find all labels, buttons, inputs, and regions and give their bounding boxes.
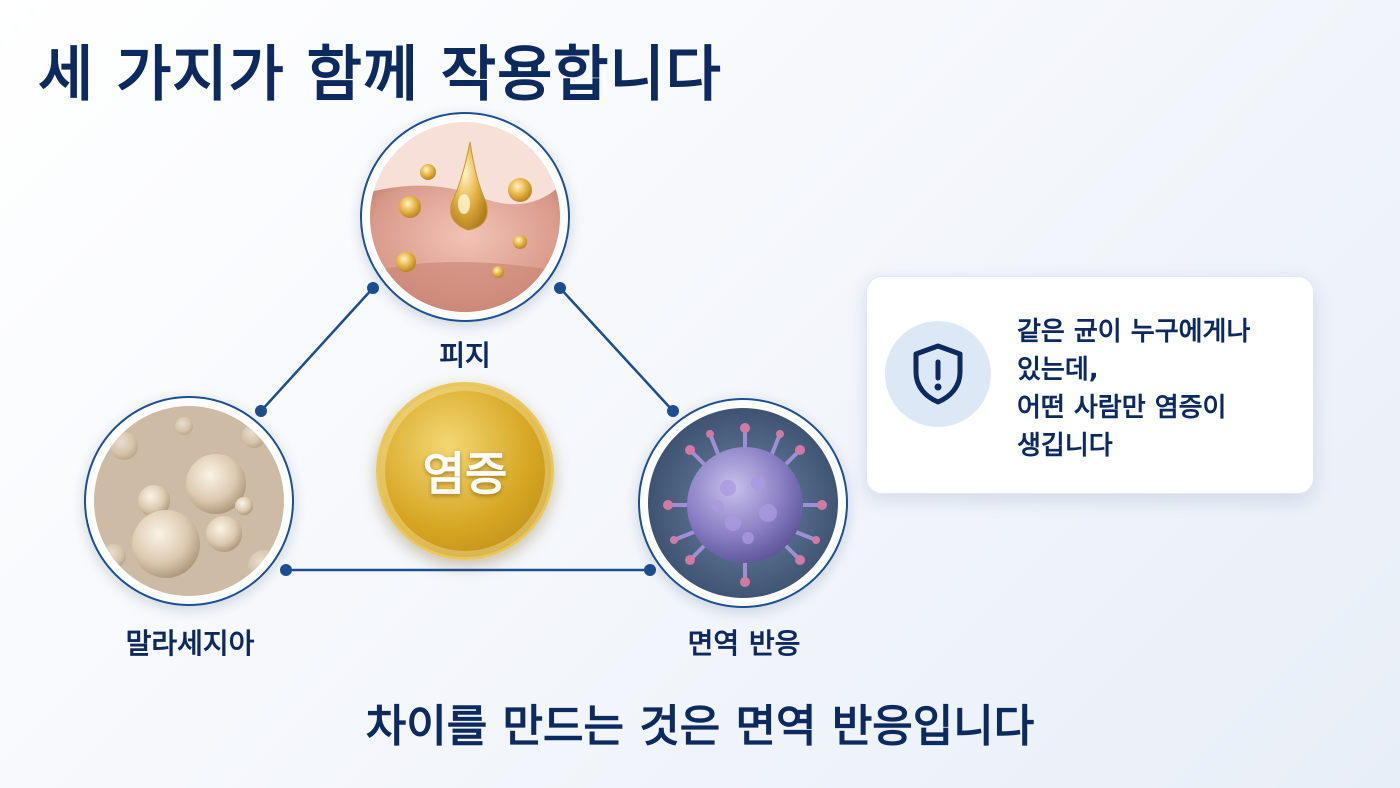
info-line: 생깁니다 <box>1017 431 1113 461</box>
inflammation-label: 염증 <box>422 447 508 501</box>
malassezia-label: 말라세지아 <box>125 627 255 660</box>
bottom-statement: 차이를 만드는 것은 면역 반응입니다 <box>365 701 1035 752</box>
malassezia-image <box>94 406 284 596</box>
info-text: 같은 균이 누구에게나 있는데, 어떤 사람만 염증이 생깁니다 <box>1017 313 1307 465</box>
sebum-image <box>370 122 560 312</box>
page-title: 세 가지가 함께 작용합니다 <box>38 40 722 110</box>
sebum-node <box>360 112 570 322</box>
immune-node <box>638 398 848 608</box>
info-line: 있는데, <box>1017 355 1099 385</box>
immune-cell-image <box>648 408 838 598</box>
immune-label: 면역 반응 <box>687 627 801 660</box>
info-line: 같은 균이 누구에게나 <box>1017 317 1251 347</box>
info-line: 어떤 사람만 염증이 <box>1017 393 1227 423</box>
shield-icon-wrap <box>885 321 991 427</box>
inflammation-badge: 염증 <box>376 382 554 560</box>
info-card: 같은 균이 누구에게나 있는데, 어떤 사람만 염증이 생깁니다 <box>866 276 1314 494</box>
shield-alert-icon <box>913 343 963 405</box>
sebum-label: 피지 <box>439 339 491 372</box>
malassezia-node <box>84 396 294 606</box>
